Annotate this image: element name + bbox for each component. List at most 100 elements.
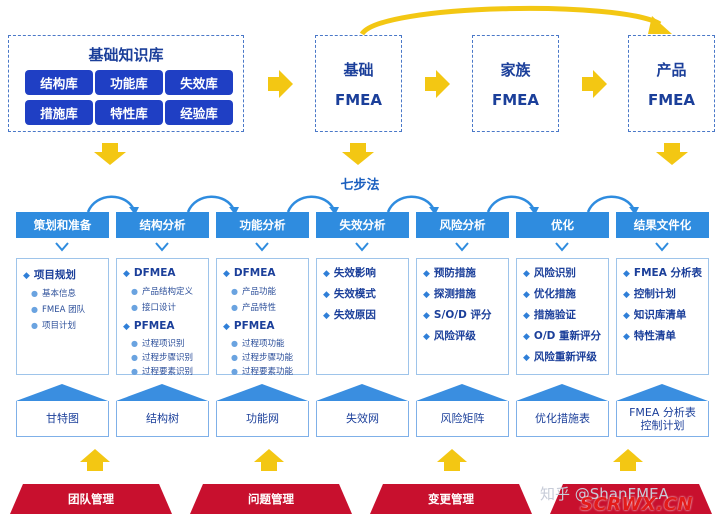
tool-optimization-table[interactable]: 优化措施表 (516, 401, 609, 437)
step-item: ◆风险评级 (417, 326, 508, 347)
tool-roof (316, 384, 408, 401)
dot-icon: ● (31, 305, 38, 314)
step-connector-arrows (86, 195, 639, 215)
step-item: ◆DFMEA (117, 263, 208, 284)
fmea-box-basic[interactable]: 基础 FMEA (315, 35, 402, 132)
step-subitem-label: 过程项识别 (141, 339, 185, 349)
management-team[interactable]: 团队管理 (10, 484, 172, 514)
step-subitem-label: 基本信息 (41, 289, 76, 299)
step-header-structure[interactable]: 结构分析 (116, 212, 209, 238)
dot-icon: ● (231, 287, 238, 296)
step-item-label: PFMEA (133, 320, 175, 332)
step-header-risk[interactable]: 风险分析 (416, 212, 509, 238)
step-content-risk: ◆预防措施 ◆探测措施 ◆S/O/D 评分 ◆风险评级 (416, 258, 509, 375)
tool-roof (416, 384, 508, 401)
tool-structure-tree[interactable]: 结构树 (116, 401, 209, 437)
step-item: ◆特性清单 (617, 326, 708, 347)
step-content-failure: ◆失效影响 ◆失效模式 ◆失效原因 (316, 258, 409, 375)
step-item-label: 项目规划 (33, 269, 76, 281)
tool-label: FMEA 分析表 (629, 405, 696, 419)
dot-icon: ● (131, 303, 138, 312)
tool-gantt-chart[interactable]: 甘特图 (16, 401, 109, 437)
dot-icon: ● (231, 339, 238, 348)
step-item: ◆失效原因 (317, 305, 408, 326)
arrow-up-icon (80, 449, 110, 471)
fmea-box-product[interactable]: 产品 FMEA (628, 35, 715, 132)
tool-fmea-sheet-control-plan[interactable]: FMEA 分析表 控制计划 (616, 401, 709, 437)
fmea-box-line2: FMEA (491, 91, 540, 109)
diamond-icon: ◆ (323, 269, 330, 279)
kb-tag-structure[interactable]: 结构库 (25, 70, 93, 95)
fmea-box-family[interactable]: 家族 FMEA (472, 35, 559, 132)
kb-tag-characteristic[interactable]: 特性库 (95, 100, 163, 125)
step-content-function: ◆DFMEA ●产品功能 ●产品特性 ◆PFMEA ●过程项功能 ●过程步骤功能… (216, 258, 309, 377)
diamond-icon: ◆ (123, 269, 130, 279)
step-content-planning: ◆项目规划 ●基本信息 ●FMEA 团队 ●项目计划 (16, 258, 109, 375)
step-item-label: 风险识别 (533, 267, 576, 279)
step-item: ◆风险识别 (517, 263, 608, 284)
management-change[interactable]: 变更管理 (370, 484, 532, 514)
diamond-icon: ◆ (623, 332, 630, 342)
step-item-label: 失效模式 (333, 288, 376, 300)
fmea-box-line2: FMEA (334, 91, 383, 109)
step-subitem: ●过程步骤识别 (117, 351, 208, 365)
tool-roof (116, 384, 208, 401)
arrow-down-icon (342, 143, 374, 165)
tool-risk-matrix[interactable]: 风险矩阵 (416, 401, 509, 437)
fmea-box-line2: FMEA (647, 91, 696, 109)
step-item: ◆失效模式 (317, 284, 408, 305)
tool-roof (616, 384, 708, 401)
step-subitem-label: 过程步骤识别 (141, 353, 193, 363)
step-subitem-label: 产品功能 (241, 287, 276, 297)
diamond-icon: ◆ (623, 269, 630, 279)
tool-failure-net[interactable]: 失效网 (316, 401, 409, 437)
step-header-failure[interactable]: 失效分析 (316, 212, 409, 238)
step-subitem-label: FMEA 团队 (41, 305, 86, 315)
kb-tag-experience[interactable]: 经验库 (165, 100, 233, 125)
step-item: ◆探测措施 (417, 284, 508, 305)
tool-label: 功能网 (246, 412, 279, 425)
tool-roof (516, 384, 608, 401)
diamond-icon: ◆ (23, 271, 30, 281)
step-subitem: ●过程要素功能 (217, 365, 308, 379)
kb-tag-failure[interactable]: 失效库 (165, 70, 233, 95)
step-item: ◆知识库清单 (617, 305, 708, 326)
step-subitem: ●FMEA 团队 (17, 302, 108, 318)
dot-icon: ● (231, 367, 238, 376)
tool-label: 风险矩阵 (440, 412, 485, 425)
tool-label: 甘特图 (46, 412, 79, 425)
seven-steps-title: 七步法 (340, 178, 380, 193)
step-header-documentation[interactable]: 结果文件化 (616, 212, 709, 238)
arrow-down-icon (94, 143, 126, 165)
step-item: ◆DFMEA (217, 263, 308, 284)
diamond-icon: ◆ (423, 332, 430, 342)
step-content-documentation: ◆FMEA 分析表 ◆控制计划 ◆知识库清单 ◆特性清单 (616, 258, 709, 375)
step-subitem: ●项目计划 (17, 318, 108, 334)
tool-function-net[interactable]: 功能网 (216, 401, 309, 437)
kb-tag-function[interactable]: 功能库 (95, 70, 163, 95)
management-issue[interactable]: 问题管理 (190, 484, 352, 514)
tool-label-line2: 控制计划 (640, 418, 685, 432)
watermark-text: 知乎 @ShanFMEA (540, 485, 669, 503)
curved-arrow-basic-to-product (359, 5, 672, 36)
step-subitem: ●产品功能 (217, 284, 308, 300)
step-subitem-label: 过程要素识别 (141, 367, 193, 377)
arrow-right-icon (425, 70, 451, 98)
diamond-icon: ◆ (423, 311, 430, 321)
step-content-structure: ◆DFMEA ●产品结构定义 ●接口设计 ◆PFMEA ●过程项识别 ●过程步骤… (116, 258, 209, 377)
diamond-icon: ◆ (423, 269, 430, 279)
diamond-icon: ◆ (523, 290, 530, 300)
arrow-right-icon (582, 70, 608, 98)
dot-icon: ● (131, 287, 138, 296)
step-header-function[interactable]: 功能分析 (216, 212, 309, 238)
step-header-optimize[interactable]: 优化 (516, 212, 609, 238)
kb-tag-measure[interactable]: 措施库 (25, 100, 93, 125)
step-item: ◆措施验证 (517, 305, 608, 326)
dot-icon: ● (131, 367, 138, 376)
arrow-down-icon (656, 143, 688, 165)
step-item: ◆控制计划 (617, 284, 708, 305)
management-extra (550, 484, 712, 514)
step-item-label: 风险重新评级 (533, 351, 597, 363)
step-item-label: 风险评级 (433, 330, 476, 342)
step-header-planning[interactable]: 策划和准备 (16, 212, 109, 238)
